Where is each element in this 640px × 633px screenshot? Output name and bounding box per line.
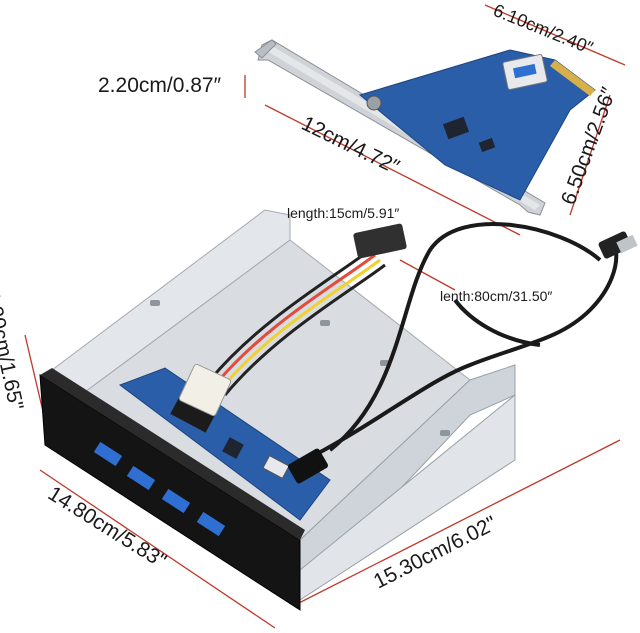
molex-connector — [178, 363, 232, 417]
pcie-pcb — [358, 49, 596, 201]
usb-port-icon — [93, 441, 226, 537]
dimension-lines — [24, 4, 626, 629]
label-sata-cable-length: length:15cm/5.91″ — [287, 205, 400, 221]
usb-plug — [598, 231, 632, 259]
usb-cable — [314, 222, 619, 457]
pcie-gold-contacts — [550, 60, 595, 96]
drive-bay-tray — [51, 209, 516, 601]
label-bracket-height: 2.20cm/0.87″ — [98, 74, 222, 97]
bracket-screw — [366, 95, 382, 111]
internal-usb-plug — [288, 448, 328, 484]
sata-connector — [353, 223, 407, 259]
front-panel — [39, 368, 305, 611]
label-usb-cable-length: lenth:80cm/31.50″ — [440, 288, 553, 304]
pcie-card — [254, 39, 596, 216]
power-cable — [208, 248, 386, 396]
